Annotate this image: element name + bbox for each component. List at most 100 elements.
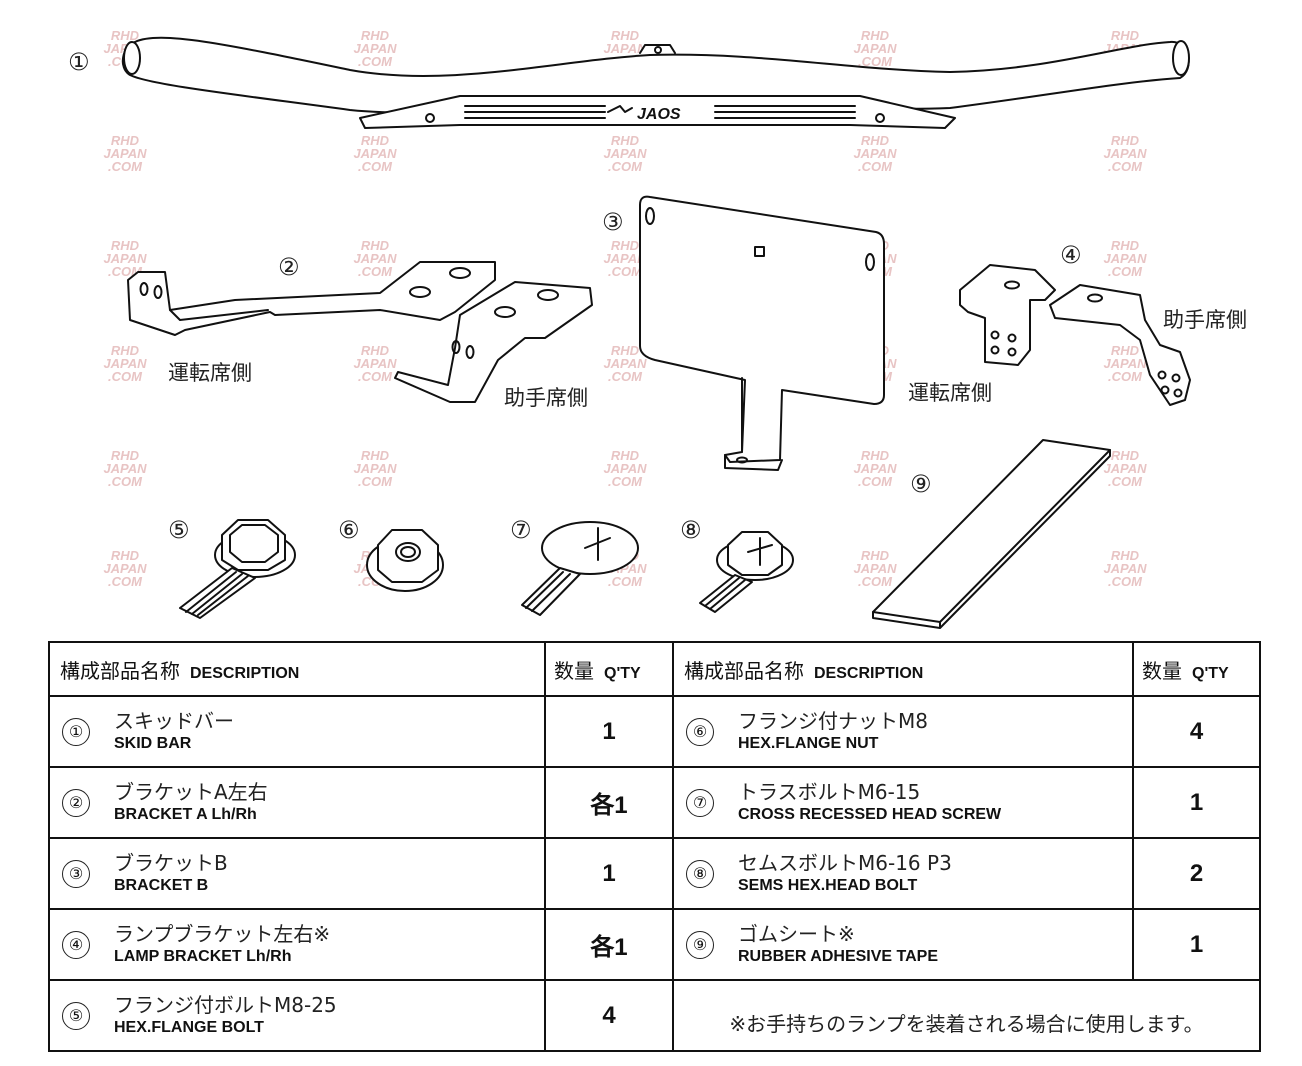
watermark-text: RHD [111,448,140,463]
watermark-text: RHD [361,28,390,43]
watermark-text: RHD [1111,238,1140,253]
part-number: ④ [62,930,90,959]
part-number: ⑥ [686,717,714,746]
part-8-qty: 2 [1132,837,1261,910]
watermark-text: RHD [611,343,640,358]
watermark-text: JAPAN [603,251,647,266]
bracket-a-drawing [127,261,593,403]
part-9-qty: 1 [1132,908,1261,981]
watermark-text: RHD [1111,28,1140,43]
watermark-text: RHD [1111,343,1140,358]
part-number: ⑧ [686,859,714,888]
watermark-text: .COM [858,474,893,489]
watermark-text: .COM [108,159,143,174]
watermark-text: JAPAN [853,146,897,161]
watermark-text: JAPAN [353,41,397,56]
watermark-text: RHD [611,238,640,253]
jaos-logo: JAOS [637,106,681,123]
callout-2: ② [278,253,300,281]
watermark-text: JAPAN [603,461,647,476]
watermark-text: JAPAN [853,41,897,56]
part-number: ③ [62,859,90,888]
watermark-text: RHD [361,448,390,463]
part-number: ① [62,717,90,746]
watermark-text: JAPAN [353,461,397,476]
watermark-text: .COM [608,474,643,489]
watermark-text: JAPAN [853,561,897,576]
callout-3: ③ [602,208,624,236]
part-5-qty: 4 [544,979,674,1052]
part-7-qty: 1 [1132,766,1261,839]
label-passenger-side-lamp: 助手席側 [1163,308,1247,332]
watermark-text: .COM [608,369,643,384]
watermark-text: RHD [111,238,140,253]
watermark-text: RHD [611,448,640,463]
callout-1: ① [68,48,90,76]
watermark-text: RHD [611,133,640,148]
part-9-description: ⑨ ゴムシート※RUBBER ADHESIVE TAPE [672,908,1134,981]
watermark-text: JAPAN [353,251,397,266]
watermark-text: RHD [1111,133,1140,148]
watermark-text: RHD [111,28,140,43]
parts-illustration: RHDJAPAN.COMRHDJAPAN.COMRHDJAPAN.COMRHDJ… [68,28,1247,629]
watermark-text: .COM [108,369,143,384]
watermark-text: .COM [608,264,643,279]
part-4-description: ④ ランプブラケット左右※LAMP BRACKET Lh/Rh [48,908,546,981]
sems-bolt-drawing [699,531,794,613]
label-passenger-side-bracket-a: 助手席側 [504,386,588,410]
watermark-text: JAPAN [1103,461,1147,476]
watermark-text: JAPAN [103,146,147,161]
watermark-text: .COM [358,54,393,69]
callout-5: ⑤ [168,516,190,544]
bracket-b-drawing [639,195,885,471]
watermark-text: .COM [858,54,893,69]
watermark-text: .COM [1108,159,1143,174]
watermark-text: .COM [358,474,393,489]
watermark-text: RHD [1111,548,1140,563]
lamp-bracket-drawing [959,264,1191,406]
watermark-text: JAPAN [103,461,147,476]
watermark-text: JAPAN [353,146,397,161]
part-number: ⑨ [686,930,714,959]
watermark-text: JAPAN [603,41,647,56]
watermark-text: RHD [361,343,390,358]
watermark-text: RHD [1111,448,1140,463]
flange-bolt-drawing [179,519,296,619]
part-2-qty: 各1 [544,766,674,839]
watermark-text: JAPAN [853,461,897,476]
watermark-text: .COM [1108,574,1143,589]
rubber-tape-drawing [872,439,1111,629]
watermark-text: .COM [108,474,143,489]
watermark-text: JAPAN [103,356,147,371]
watermark-text: .COM [358,264,393,279]
callout-7: ⑦ [510,516,532,544]
watermark-text: RHD [111,133,140,148]
part-6-qty: 4 [1132,695,1261,768]
watermark-text: .COM [358,369,393,384]
label-driver-side-lamp: 運転席側 [908,381,992,405]
callout-4: ④ [1060,241,1082,269]
watermark-text: .COM [1108,264,1143,279]
part-number: ② [62,788,90,817]
watermark-text: JAPAN [103,251,147,266]
watermark-text: RHD [111,343,140,358]
watermark-text: RHD [361,133,390,148]
skid-bar-drawing [121,36,1190,129]
watermark-text: JAPAN [603,356,647,371]
part-4-qty: 各1 [544,908,674,981]
